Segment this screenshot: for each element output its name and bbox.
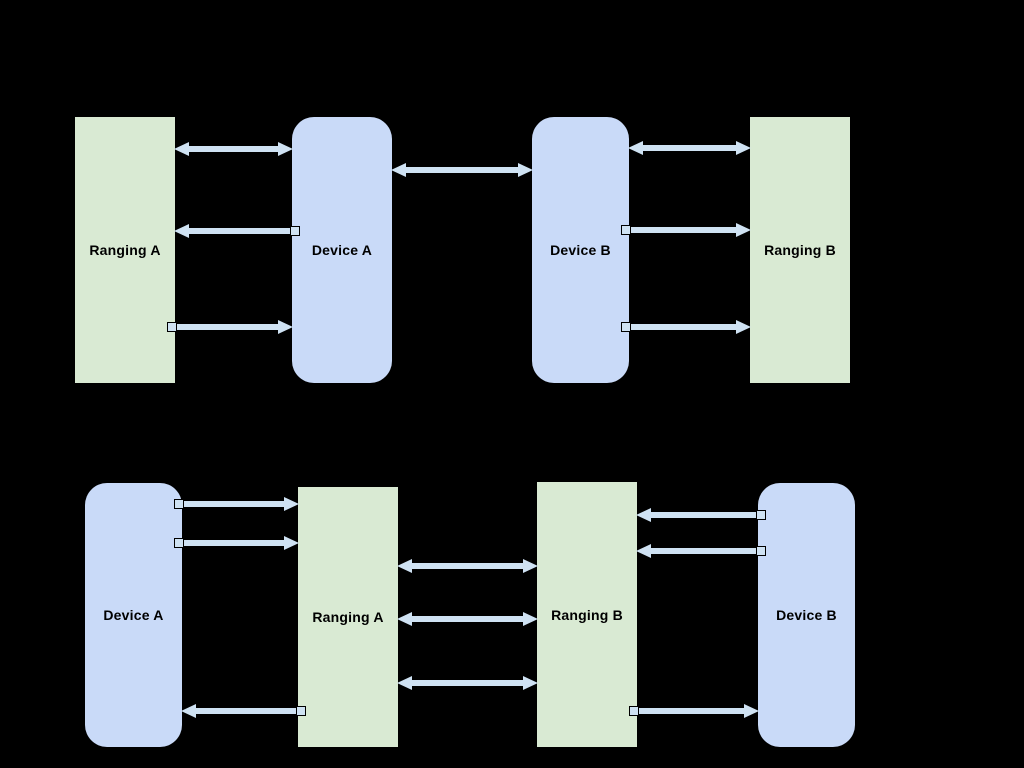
node-device-a-bottom-label: Device A [103,607,164,623]
node-ranging-b-bottom-label: Ranging B [551,606,623,623]
node-ranging-a-bottom-label: Ranging A [312,609,384,625]
arrow-bottom-device-a-to-ranging-a-2 [174,536,299,550]
arrow-top-device-a-to-ranging-a [174,224,300,238]
arrow-top-device-a-device-b-bidirectional [391,163,533,177]
arrow-bottom-device-a-to-ranging-a-1 [174,497,299,511]
arrow-top-device-b-to-ranging-b-1 [621,223,751,237]
node-device-b-bottom-label: Device B [776,607,837,623]
node-ranging-a-top-label: Ranging A [89,242,161,258]
node-device-a-top: Device A [292,117,392,383]
arrow-top-ranging-a-to-device-a [167,320,293,334]
arrow-bottom-ranging-a-ranging-b-bidirectional-3 [397,676,538,690]
node-device-b-bottom: Device B [758,483,855,747]
arrow-bottom-device-b-to-ranging-b-2 [636,544,766,558]
arrow-bottom-ranging-a-ranging-b-bidirectional-2 [397,612,538,626]
node-ranging-a-top: Ranging A [75,117,175,383]
node-device-a-top-label: Device A [311,242,373,258]
node-ranging-b-top-label: Ranging B [764,242,836,258]
arrow-top-device-b-ranging-b-bidirectional [628,141,751,155]
node-device-b-top: Device B [532,117,629,383]
arrow-top-ranging-a-device-a-bidirectional [174,142,293,156]
node-device-a-bottom: Device A [85,483,182,747]
node-ranging-b-bottom: Ranging B [537,482,637,747]
node-ranging-a-bottom: Ranging A [298,487,398,747]
arrow-bottom-ranging-a-to-device-a [181,704,306,718]
arrow-top-device-b-to-ranging-b-2 [621,320,751,334]
arrow-bottom-device-b-to-ranging-b-1 [636,508,766,522]
arrow-bottom-ranging-a-ranging-b-bidirectional-1 [397,559,538,573]
node-ranging-b-top: Ranging B [750,117,850,383]
arrow-bottom-ranging-b-to-device-b [629,704,759,718]
node-device-b-top-label: Device B [550,242,611,258]
